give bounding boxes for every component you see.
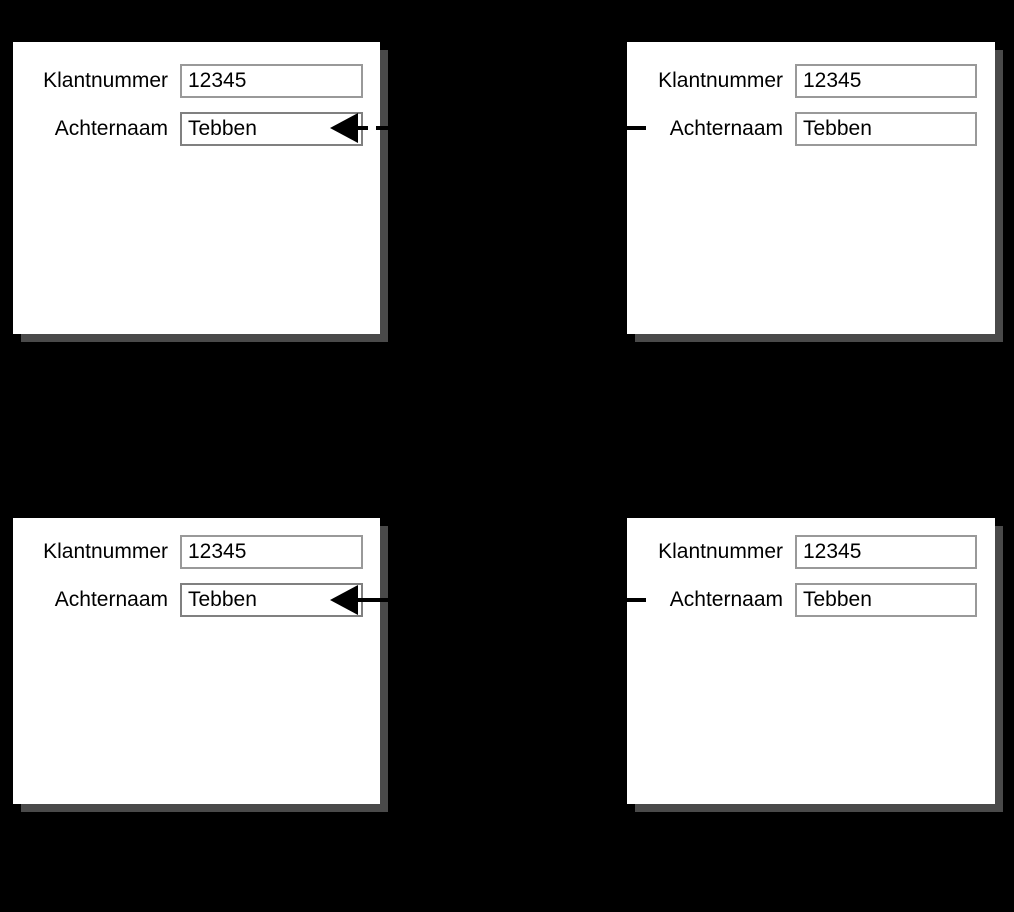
input-klantnummer[interactable]: 12345 — [795, 64, 977, 98]
customer-form-top-right[interactable]: Klantnummer 12345 Achternaam Tebben — [627, 42, 995, 334]
connector-line-icon-top-left — [358, 126, 368, 130]
connector-line-icon-top-right — [627, 126, 646, 130]
form-row-klantnummer: Klantnummer 12345 — [627, 64, 979, 98]
connector-line-bottom — [360, 598, 650, 602]
input-klantnummer[interactable]: 12345 — [180, 535, 363, 569]
customer-form-bottom-right[interactable]: Klantnummer 12345 Achternaam Tebben — [627, 518, 995, 804]
label-achternaam: Achternaam — [669, 117, 783, 140]
label-achternaam: Achternaam — [669, 588, 783, 611]
label-klantnummer: Klantnummer — [43, 69, 168, 92]
input-klantnummer[interactable]: 12345 — [795, 535, 977, 569]
form-row-klantnummer: Klantnummer 12345 — [13, 64, 363, 98]
label-achternaam: Achternaam — [54, 117, 168, 140]
label-klantnummer: Klantnummer — [658, 69, 783, 92]
form-row-achternaam: Achternaam Tebben — [13, 583, 363, 617]
form-row-achternaam: Achternaam Tebben — [627, 583, 979, 617]
connector-line-top — [360, 126, 650, 130]
form-row-klantnummer: Klantnummer 12345 — [627, 535, 979, 569]
input-achternaam[interactable]: Tebben — [795, 112, 977, 146]
customer-form-top-left[interactable]: Klantnummer 12345 Achternaam Tebben — [13, 42, 380, 334]
connector-line-icon-bottom-right — [627, 598, 646, 602]
form-row-achternaam: Achternaam Tebben — [13, 112, 363, 146]
label-klantnummer: Klantnummer — [658, 540, 783, 563]
form-row-klantnummer: Klantnummer 12345 — [13, 535, 363, 569]
connector-line-icon-bottom-left — [358, 598, 390, 602]
input-klantnummer[interactable]: 12345 — [180, 64, 363, 98]
label-achternaam: Achternaam — [54, 588, 168, 611]
input-achternaam[interactable]: Tebben — [795, 583, 977, 617]
arrow-left-icon-top-left — [330, 113, 358, 143]
connector-line-icon-top-left-2 — [376, 126, 390, 130]
form-row-achternaam: Achternaam Tebben — [627, 112, 979, 146]
label-klantnummer: Klantnummer — [43, 540, 168, 563]
customer-form-bottom-left[interactable]: Klantnummer 12345 Achternaam Tebben — [13, 518, 380, 804]
arrow-left-icon-bottom-left — [330, 585, 358, 615]
